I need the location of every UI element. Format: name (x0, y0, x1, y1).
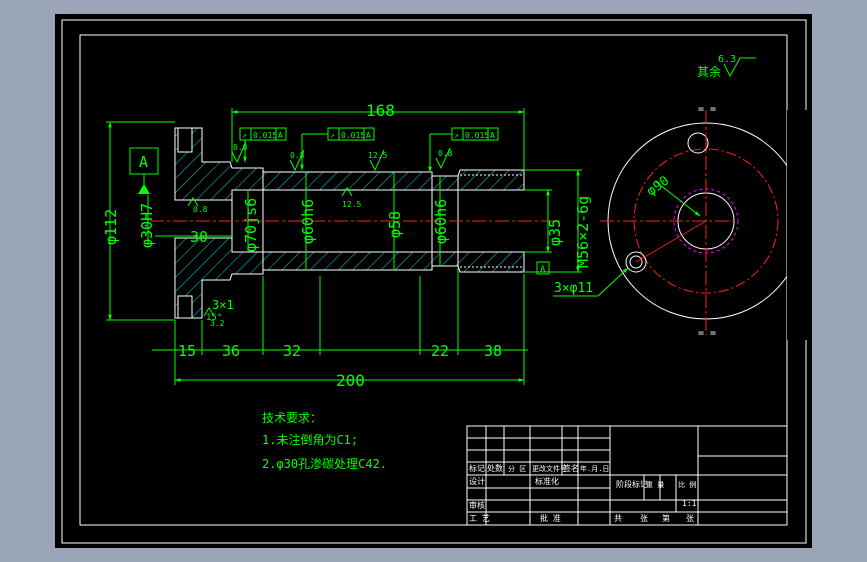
svg-text:0.015: 0.015 (341, 131, 365, 140)
bolt-hole-2-inner (629, 255, 643, 269)
rest-roughness-label: 其余 (697, 64, 721, 79)
dim-thread: M56×2-6g (574, 196, 592, 268)
dim-30: 30 (190, 228, 208, 246)
svg-text:重 量: 重 量 (646, 481, 664, 489)
svg-text:A: A (278, 131, 283, 140)
svg-text:签名: 签名 (563, 463, 579, 473)
bolt-hole-1 (687, 132, 709, 154)
dim-168: 168 (366, 101, 395, 120)
dim-chamfer: 3×1 (212, 298, 234, 312)
dim-d60h6-b: φ60h6 (432, 199, 450, 244)
svg-text:分 区: 分 区 (508, 464, 526, 473)
svg-text:年.月.日: 年.月.日 (580, 464, 609, 473)
svg-text:↗: ↗ (454, 131, 459, 140)
svg-text:比 例: 比 例 (678, 480, 696, 489)
svg-text:0.8: 0.8 (233, 143, 248, 152)
svg-text:阶段标记: 阶段标记 (616, 479, 648, 489)
svg-text:0.8: 0.8 (438, 149, 453, 158)
svg-text:共: 共 (614, 514, 622, 523)
bolt-hole-2 (625, 251, 647, 273)
svg-text:0.015: 0.015 (465, 131, 489, 140)
svg-text:A: A (540, 265, 546, 275)
datum-a-small: A (536, 261, 550, 275)
cut-mark-top: = = (698, 104, 716, 115)
svg-text:↗: ↗ (330, 131, 335, 140)
holes-leader (597, 267, 629, 297)
svg-text:0.8: 0.8 (193, 205, 208, 214)
svg-text:3.2: 3.2 (210, 319, 225, 328)
dimension-texts: 168 200 15 36 32 22 38 30 φ112 φ30H7 φ70… (102, 101, 592, 390)
dim-d60h6-a: φ60h6 (299, 199, 317, 244)
datum-a: A (129, 147, 159, 194)
cut-mark-bottom: = = (698, 328, 716, 339)
dim-36: 36 (222, 342, 240, 360)
tolerance-frame-2: ↗ 0.015 A (300, 127, 375, 171)
svg-text:审核: 审核 (469, 500, 485, 510)
tolerance-frame-3: ↗ 0.015 A (428, 127, 499, 173)
dim-d112: φ112 (102, 209, 120, 245)
rest-roughness-value: 6.3 (718, 54, 736, 65)
notes-title: 技术要求： (262, 411, 322, 425)
end-view-radial-line (635, 220, 707, 263)
dim-d30h7: φ30H7 (138, 203, 156, 248)
dim-38: 38 (484, 342, 502, 360)
svg-text:处数: 处数 (487, 463, 503, 473)
svg-text:工 艺: 工 艺 (469, 514, 490, 523)
svg-text:12.5: 12.5 (342, 200, 361, 209)
roughness-symbols (187, 57, 756, 317)
sheet-clip-mask (787, 110, 807, 340)
svg-text:批 准: 批 准 (540, 513, 561, 523)
svg-text:更改文件号: 更改文件号 (532, 464, 567, 473)
dim-d35: φ35 (546, 219, 564, 246)
roughness-labels: 0.8 0.8 12.5 0.8 0.8 12.5 3.2 6.3 其余 (193, 54, 736, 328)
shaft-section-view[interactable] (150, 127, 560, 319)
dim-holes: 3×φ11 (554, 281, 593, 296)
svg-text:张: 张 (640, 514, 648, 523)
svg-text:1:1: 1:1 (682, 499, 697, 508)
svg-text:A: A (366, 131, 371, 140)
svg-text:0.015: 0.015 (253, 131, 277, 140)
svg-text:A: A (139, 153, 148, 171)
dim-d70js6: φ70js6 (242, 198, 260, 252)
flange-slot-bottom (177, 295, 193, 319)
title-block-text: 标记 处数 分 区 更改文件号 签名 年.月.日 设计 标准化 阶段标记 重 量… (469, 463, 697, 523)
svg-text:A: A (490, 131, 495, 140)
dim-32: 32 (283, 342, 301, 360)
dim-15: 15 (178, 342, 196, 360)
svg-text:↗: ↗ (242, 131, 247, 140)
svg-text:张: 张 (686, 514, 694, 523)
dim-angle: 15° (206, 313, 222, 323)
dim-d58: φ58 (386, 211, 404, 238)
svg-text:设计: 设计 (469, 476, 485, 486)
svg-text:标记: 标记 (469, 463, 485, 473)
svg-text:标准化: 标准化 (535, 476, 559, 486)
dim-200: 200 (336, 371, 365, 390)
notes-line-2: 2.φ30孔渗碳处理C42. (262, 456, 387, 471)
svg-text:0.8: 0.8 (290, 151, 305, 160)
d90-leader (654, 180, 701, 217)
title-block (466, 425, 788, 526)
rest-roughness-symbol (723, 57, 756, 78)
svg-text:第: 第 (662, 513, 670, 523)
svg-text:12.5: 12.5 (368, 151, 387, 160)
technical-notes: 技术要求： 1.未注倒角为C1; 2.φ30孔渗碳处理C42. (262, 411, 387, 471)
dim-22: 22 (431, 342, 449, 360)
flange-slot-top (177, 127, 193, 153)
notes-line-1: 1.未注倒角为C1; (262, 432, 358, 447)
